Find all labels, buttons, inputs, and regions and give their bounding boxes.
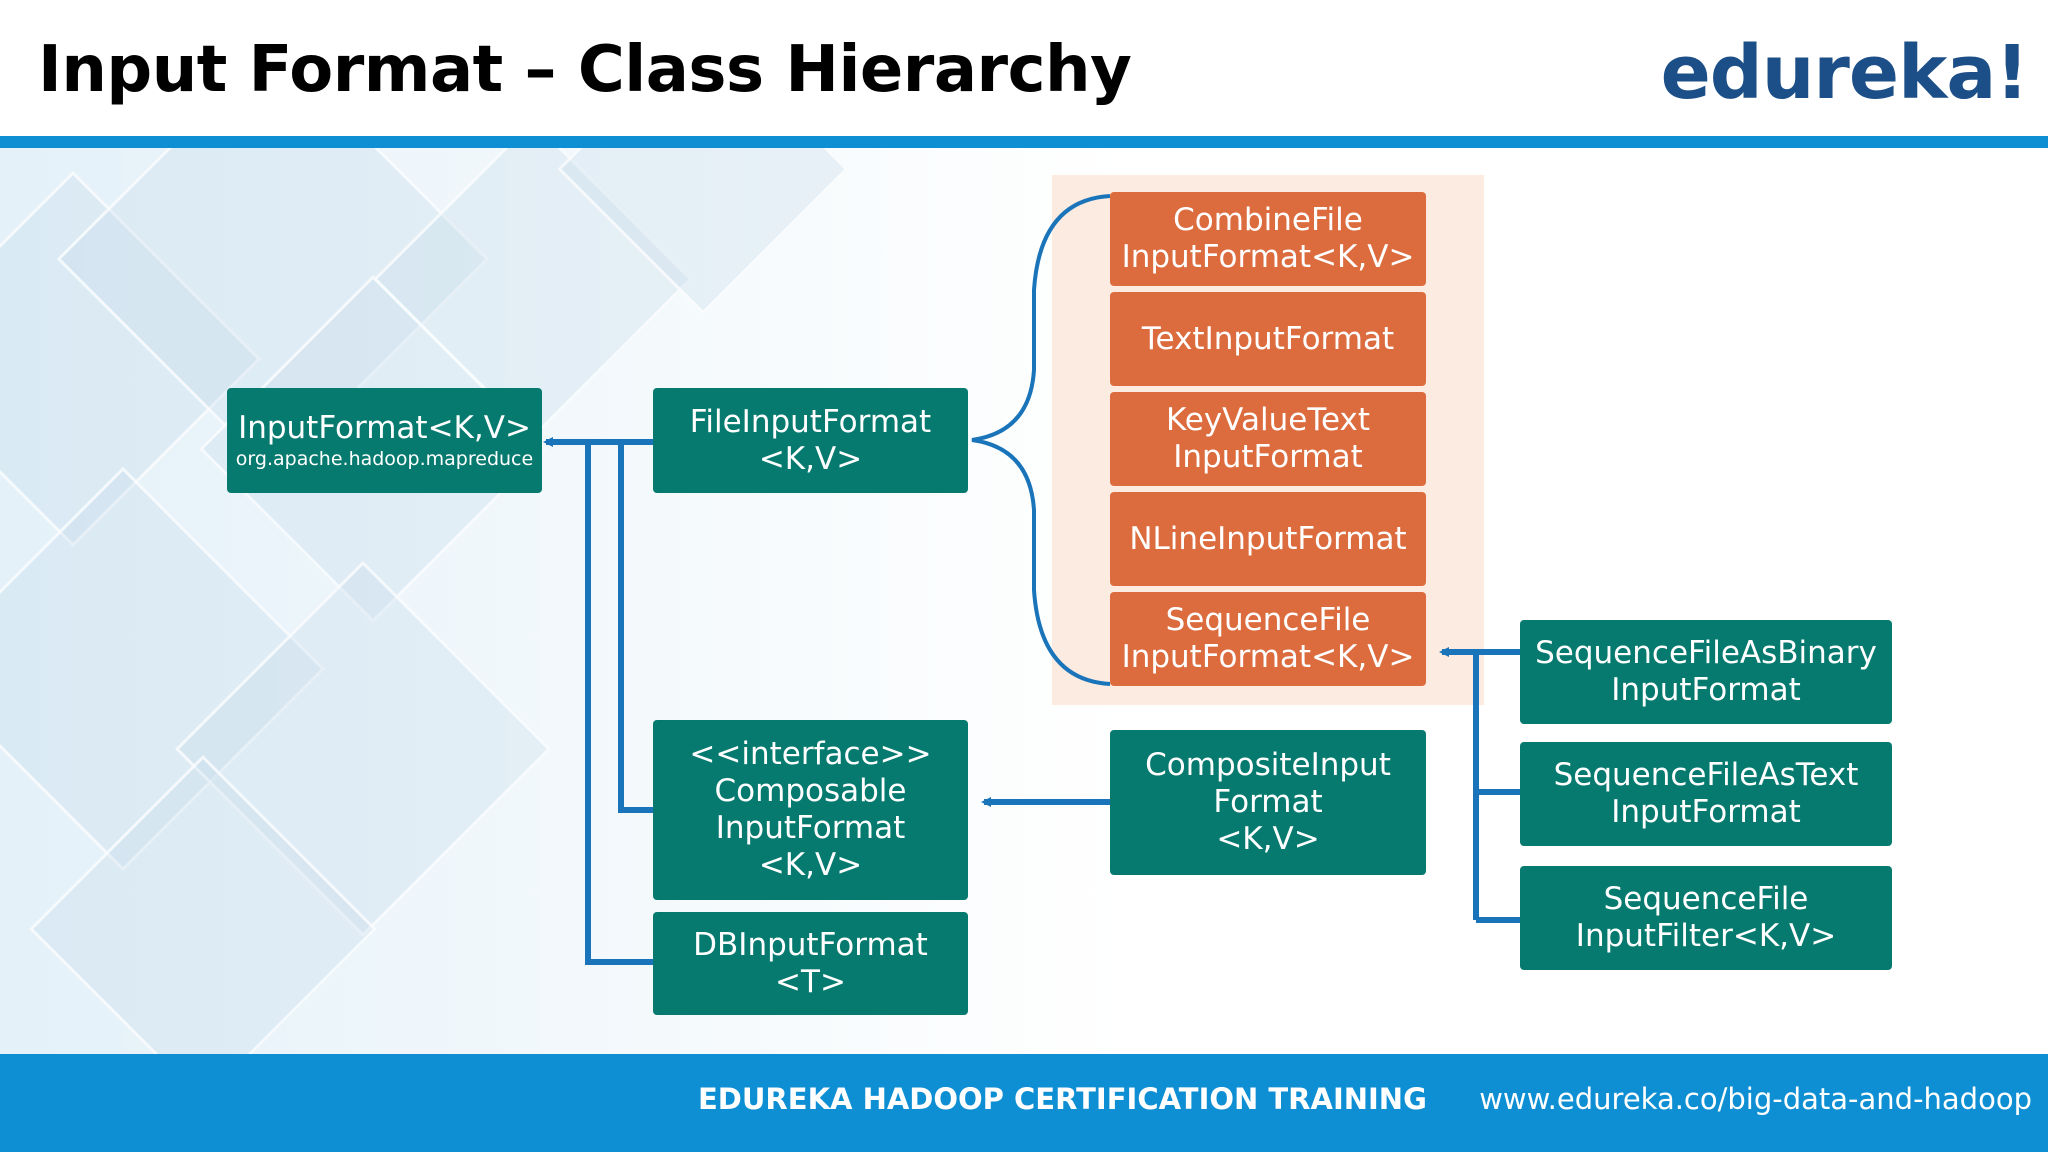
header-divider [0, 136, 2048, 148]
seq-text-line2: InputFormat [1611, 794, 1801, 830]
key-value-text-input-format-box: KeyValueText InputFormat [1110, 392, 1426, 486]
composable-line2: Composable [714, 773, 907, 809]
footer-title: EDUREKA HADOOP CERTIFICATION TRAINING [698, 1082, 1427, 1116]
seq-binary-line2: InputFormat [1611, 672, 1801, 708]
file-input-format-box: FileInputFormat <K,V> [653, 388, 968, 493]
footer-bar: EDUREKA HADOOP CERTIFICATION TRAINING ww… [0, 1054, 2048, 1152]
composable-input-format-box: <<interface>> Composable InputFormat <K,… [653, 720, 968, 900]
db-input-format-box: DBInputFormat <T> [653, 912, 968, 1015]
seq-filter-line2: InputFilter<K,V> [1575, 918, 1837, 954]
sequence-file-input-filter-box: SequenceFile InputFilter<K,V> [1520, 866, 1892, 970]
sequence-file-input-format-box: SequenceFile InputFormat<K,V> [1110, 592, 1426, 686]
composable-line1: <<interface>> [689, 736, 932, 772]
sequence-file-as-text-box: SequenceFileAsText InputFormat [1520, 742, 1892, 846]
key-value-line2: InputFormat [1173, 439, 1363, 475]
key-value-line1: KeyValueText [1165, 402, 1371, 438]
text-input-format-box: TextInputFormat [1110, 292, 1426, 386]
slide-title: Input Format – Class Hierarchy [38, 33, 1132, 107]
file-input-format-line2: <K,V> [758, 440, 863, 477]
seq-binary-line1: SequenceFileAsBinary [1535, 635, 1877, 671]
composite-input-format-box: CompositeInput Format <K,V> [1110, 730, 1426, 875]
nline-line1: NLineInputFormat [1129, 520, 1407, 557]
sequence-file-line1: SequenceFile [1165, 602, 1371, 638]
seq-text-line1: SequenceFileAsText [1553, 757, 1859, 793]
db-input-format-line1: DBInputFormat [693, 926, 928, 963]
sequence-file-line2: InputFormat<K,V> [1121, 639, 1415, 675]
combine-file-line2: InputFormat<K,V> [1121, 239, 1415, 275]
combine-file-input-format-box: CombineFile InputFormat<K,V> [1110, 192, 1426, 286]
text-input-format-line1: TextInputFormat [1141, 320, 1395, 357]
composable-line3: InputFormat [715, 810, 906, 846]
input-format-name: InputFormat<K,V> [238, 410, 531, 446]
input-format-package: org.apache.hadoop.mapreduce [235, 448, 534, 470]
edureka-logo: edureka! [1660, 30, 2029, 116]
composable-line4: <K,V> [758, 847, 863, 883]
combine-file-line1: CombineFile [1173, 202, 1363, 238]
composite-line2: Format [1213, 784, 1323, 820]
seq-filter-line1: SequenceFile [1603, 881, 1809, 917]
file-input-format-line1: FileInputFormat [689, 403, 932, 440]
input-format-box: InputFormat<K,V> org.apache.hadoop.mapre… [227, 388, 542, 493]
composite-line1: CompositeInput [1145, 747, 1391, 783]
sequence-file-as-binary-box: SequenceFileAsBinary InputFormat [1520, 620, 1892, 724]
nline-input-format-box: NLineInputFormat [1110, 492, 1426, 586]
db-input-format-line2: <T> [775, 963, 846, 1000]
composite-line3: <K,V> [1216, 821, 1320, 857]
footer-url: www.edureka.co/big-data-and-hadoop [1479, 1082, 2032, 1116]
